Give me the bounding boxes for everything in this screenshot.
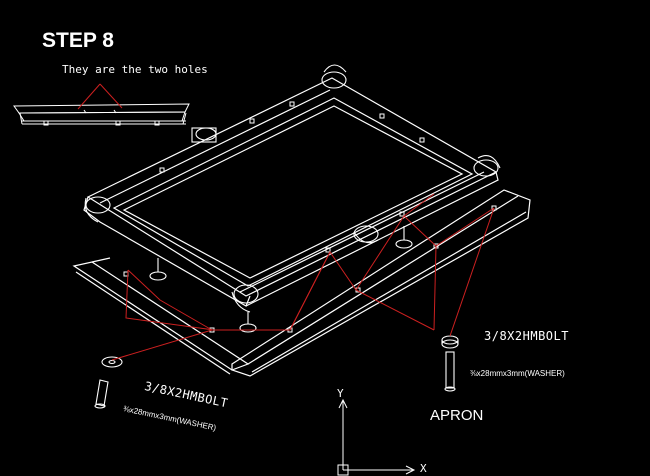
- axis-y-label: Y: [337, 387, 344, 400]
- bolt-label-right: 3/8X2HMBOLT: [484, 329, 569, 343]
- step-title: STEP 8: [42, 29, 114, 52]
- pocket-corners: [84, 64, 501, 313]
- detail-note: They are the two holes: [62, 63, 208, 76]
- bolt-right: [444, 351, 456, 392]
- rail-holes: [123, 101, 497, 333]
- axis-indicator: [337, 398, 416, 476]
- apron-label: APRON: [430, 407, 484, 424]
- table-rails: [83, 77, 499, 307]
- apron-frame: [72, 189, 531, 377]
- table-feet: [101, 226, 459, 368]
- rail-detail-inset: [13, 103, 190, 126]
- assembly-guide-lines: [111, 193, 495, 361]
- bolt-left: [94, 379, 109, 409]
- washer-label-right: ⅜x28mmx3mm(WASHER): [470, 369, 565, 378]
- hole-pointer-lines: [77, 83, 123, 110]
- axis-x-label: X: [420, 462, 427, 475]
